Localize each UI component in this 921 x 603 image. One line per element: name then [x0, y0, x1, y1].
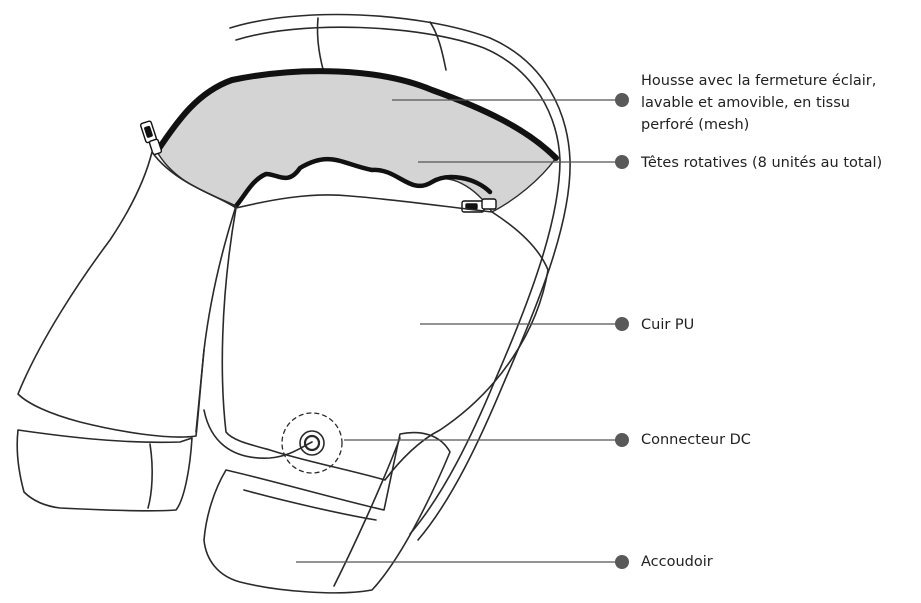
- label-accoudoir: Accoudoir: [641, 551, 713, 573]
- left-armrest: [17, 430, 192, 511]
- zipper-puller-left-icon: [140, 121, 162, 155]
- right-armrest-inner: [334, 438, 400, 586]
- label-accoudoir-text: Accoudoir: [641, 551, 713, 573]
- label-connecteur-dc: Connecteur DC: [641, 429, 751, 451]
- label-housse-line-2: lavable et amovible, en tissu: [641, 92, 876, 114]
- massager-illustration: [17, 15, 570, 593]
- right-armrest: [204, 433, 450, 593]
- leader-dot-dc: [615, 433, 629, 447]
- dc-connector-icon: [282, 413, 342, 473]
- leader-dot-housse: [615, 93, 629, 107]
- label-cuir-text: Cuir PU: [641, 314, 694, 336]
- left-armrest-inner: [148, 444, 152, 508]
- leader-dot-tetes: [615, 155, 629, 169]
- label-housse-line-3: perforé (mesh): [641, 114, 876, 136]
- mesh-cover: [156, 70, 556, 212]
- label-cuir-pu: Cuir PU: [641, 314, 694, 336]
- front-panel: [222, 195, 548, 480]
- left-strap: [18, 152, 236, 437]
- right-armrest-stitch: [244, 490, 376, 520]
- label-housse: Housse avec la fermeture éclair, lavable…: [641, 70, 876, 136]
- leader-dots: [615, 93, 629, 569]
- collar-seam-2: [430, 22, 446, 70]
- leader-dot-accoudoir: [615, 555, 629, 569]
- label-housse-line-1: Housse avec la fermeture éclair,: [641, 70, 876, 92]
- left-strap-stitch: [196, 350, 204, 432]
- label-tetes-text: Têtes rotatives (8 unités au total): [641, 152, 882, 174]
- label-tetes-rotatives: Têtes rotatives (8 unités au total): [641, 152, 882, 174]
- leader-dot-cuir: [615, 317, 629, 331]
- label-dc-text: Connecteur DC: [641, 429, 751, 451]
